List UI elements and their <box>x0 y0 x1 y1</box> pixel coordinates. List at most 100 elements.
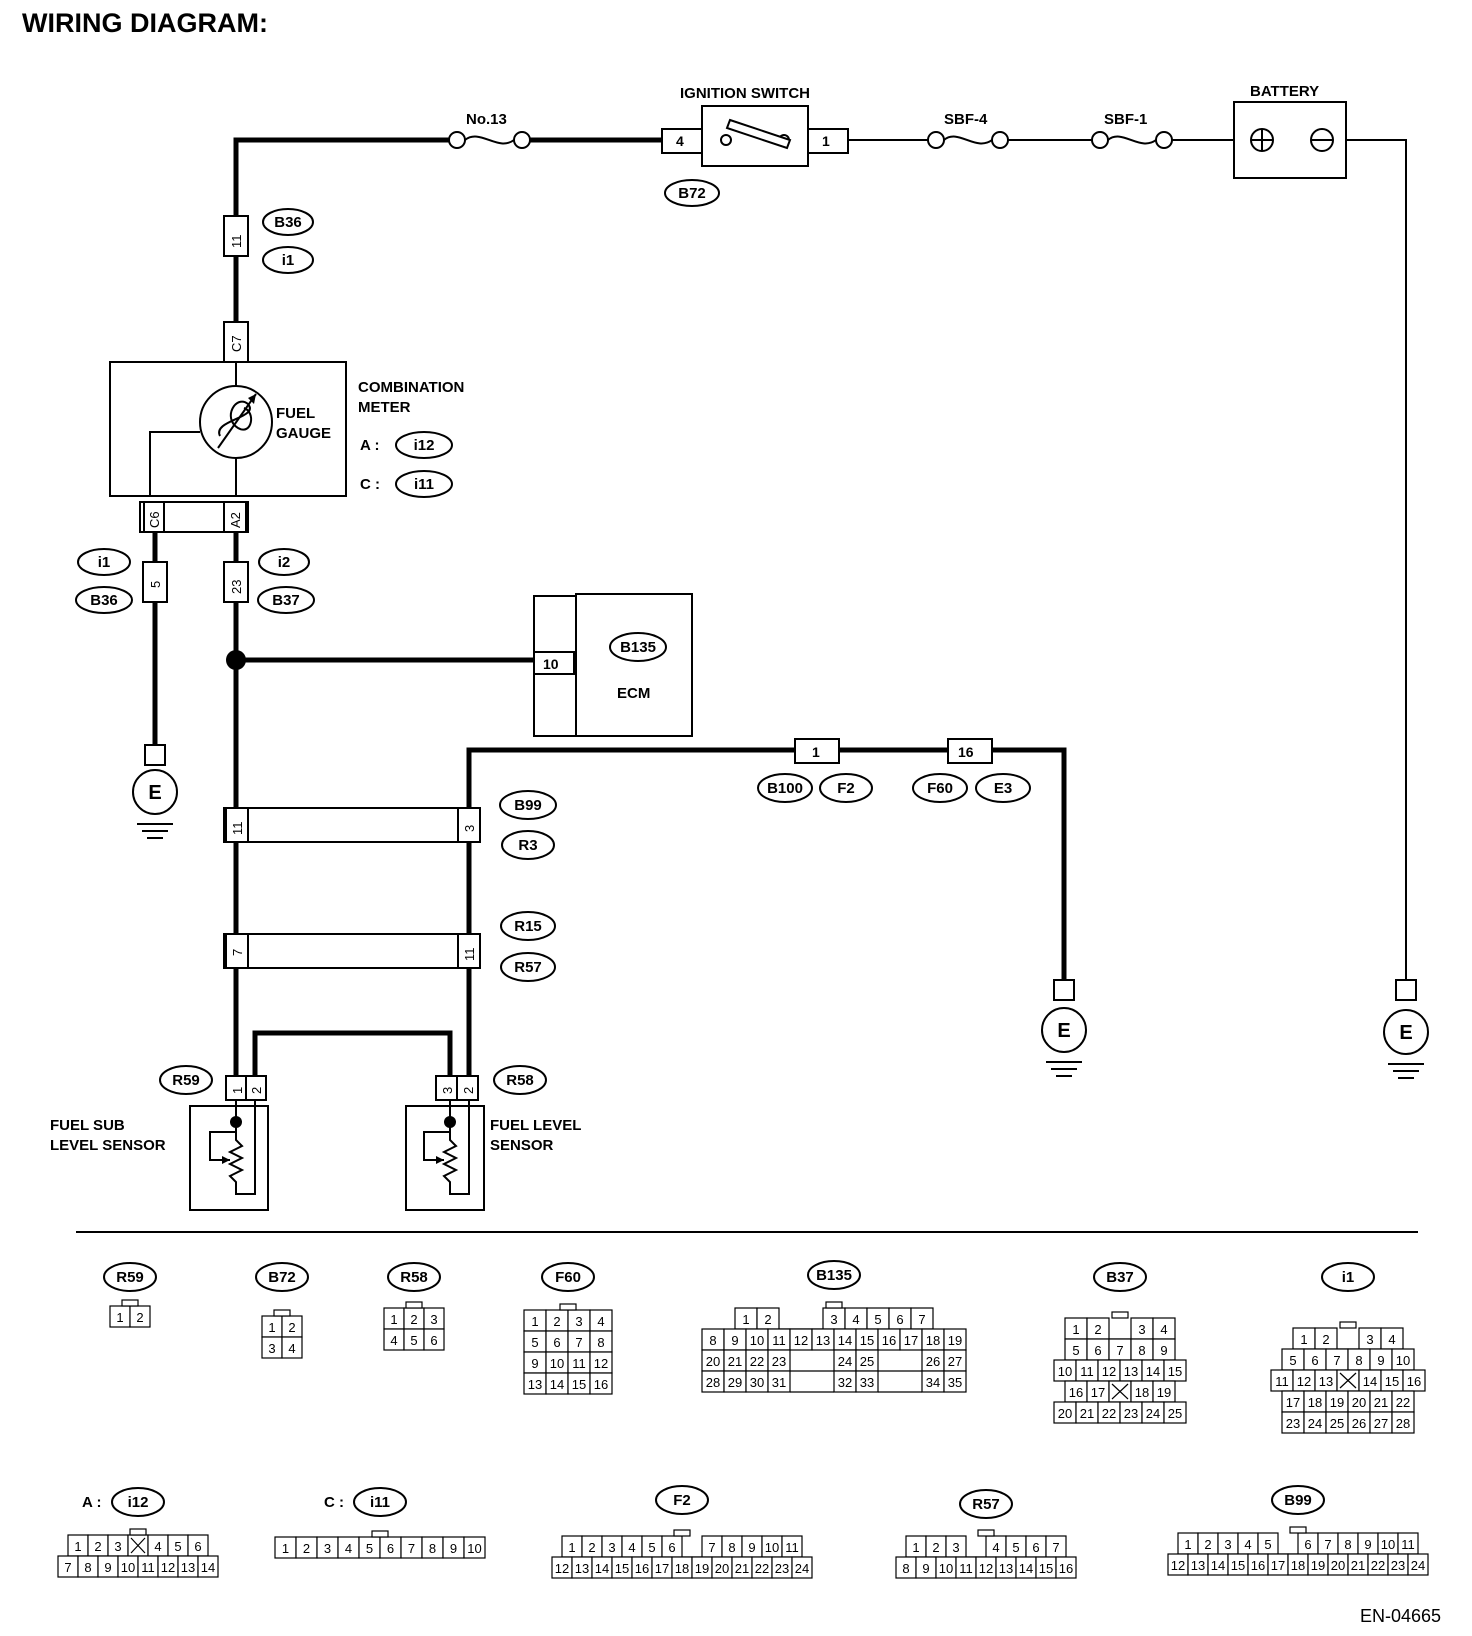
connector-view-pin: 6 <box>668 1540 675 1555</box>
connector-view-latch <box>1289 1526 1307 1534</box>
connector-view-pin: 8 <box>902 1561 909 1576</box>
connector-view-pin: 8 <box>597 1335 604 1350</box>
connector-view-pin: 27 <box>1374 1416 1388 1431</box>
tag-f2-top: F2 <box>837 780 855 797</box>
pin-r58-3: 3 <box>440 1087 455 1094</box>
connector-view-pin: 6 <box>1311 1353 1318 1368</box>
connector-view-pin: 19 <box>695 1561 709 1576</box>
connector-view-pin: 16 <box>1059 1561 1073 1576</box>
connector-view-pin: 16 <box>1251 1558 1265 1573</box>
connector-view-pin: 24 <box>1146 1406 1160 1421</box>
connector-view-pin: 24 <box>1411 1558 1425 1573</box>
ground-middle-label: E <box>1057 1020 1070 1042</box>
connector-view-pin: 1 <box>912 1540 919 1555</box>
connector-view-pin: 20 <box>715 1561 729 1576</box>
connector-view-pin: 14 <box>201 1560 215 1575</box>
fuel-level-label-1: FUEL LEVEL <box>490 1117 581 1134</box>
pin-b99-11: 11 <box>230 822 245 836</box>
connector-view-pin: 10 <box>939 1561 953 1576</box>
connector-view-pin: 11 <box>785 1540 799 1555</box>
connector-view-pin: 1 <box>74 1539 81 1554</box>
connector-view-cell <box>855 1370 879 1393</box>
tag-i11: i11 <box>414 476 434 493</box>
connector-view-cell <box>463 1536 486 1559</box>
connector-view-pin: 1 <box>390 1312 397 1327</box>
tag-i1-lower: i1 <box>98 554 111 571</box>
ignition-switch: 4 1 IGNITION SWITCH B72 <box>661 85 849 207</box>
connector-view-cell <box>791 1556 813 1579</box>
connector-view-pin: 7 <box>64 1560 71 1575</box>
connector-view-cell <box>1055 1556 1077 1579</box>
fuel-level-label-2: SENSOR <box>490 1137 554 1154</box>
connector-view-pin: 7 <box>1333 1353 1340 1368</box>
page-title: WIRING DIAGRAM: <box>22 8 268 38</box>
connector-view-cell <box>943 1370 967 1393</box>
ign-pin-1: 1 <box>822 133 830 149</box>
connector-view-pin: 8 <box>1344 1537 1351 1552</box>
connector-view-tag-oval <box>959 1489 1013 1519</box>
connector-view-pin: 16 <box>635 1561 649 1576</box>
connector-i2-b37: 23 i2 B37 <box>223 548 315 614</box>
connector-view-pin: 2 <box>764 1312 771 1327</box>
connector-c6-a2: C6 A2 <box>139 501 249 533</box>
connector-view-pin: 30 <box>750 1375 764 1390</box>
connector-view-pin: 7 <box>575 1335 582 1350</box>
connector-view-pin: 4 <box>992 1540 999 1555</box>
connector-view-pin: 1 <box>1184 1537 1191 1552</box>
connector-view-pin: 4 <box>288 1341 295 1356</box>
connector-view-pin: 13 <box>1124 1364 1138 1379</box>
connector-view-latch <box>371 1530 389 1538</box>
connector-view-pin: 2 <box>588 1540 595 1555</box>
connector-view-pin: 7 <box>1116 1343 1123 1358</box>
connector-view-latch <box>405 1301 423 1309</box>
connector-view-pin: 22 <box>750 1354 764 1369</box>
connector-view-tag-oval <box>1093 1262 1147 1292</box>
connector-c7 <box>223 321 249 363</box>
connector-view-tag: B72 <box>268 1269 296 1286</box>
connector-view-pin: 25 <box>860 1354 874 1369</box>
connector-view-pin: 18 <box>1308 1395 1322 1410</box>
battery: BATTERY <box>1233 83 1347 179</box>
connector-view-pin: 23 <box>772 1354 786 1369</box>
connector-view-pin: 21 <box>1351 1558 1365 1573</box>
meter-c-prefix: C : <box>360 476 380 493</box>
connector-view-pin: 5 <box>1264 1537 1271 1552</box>
connector-view-latch <box>673 1529 691 1537</box>
connector-view-pin: 25 <box>1330 1416 1344 1431</box>
connector-view-tag: i11 <box>370 1494 390 1511</box>
pin-a2: A2 <box>228 512 243 528</box>
connector-view-pin: 6 <box>194 1539 201 1554</box>
connector-view-pin: 12 <box>161 1560 175 1575</box>
connector-view-pin: 20 <box>1331 1558 1345 1573</box>
connector-view-prefix: A : <box>82 1494 101 1511</box>
connector-view-pin: 20 <box>1352 1395 1366 1410</box>
connector-view-pin: 12 <box>1171 1558 1185 1573</box>
ground-symbol-right: E <box>1383 979 1429 1079</box>
connector-view-tag: B99 <box>1284 1492 1312 1509</box>
connector-view-pin: 2 <box>553 1314 560 1329</box>
pin-b100-1: 1 <box>812 744 820 760</box>
combination-meter-label-1: COMBINATION <box>358 379 464 396</box>
connector-view-pin: 23 <box>1124 1406 1138 1421</box>
connector-view-pin: 6 <box>1032 1540 1039 1555</box>
connector-view-pin: 22 <box>1396 1395 1410 1410</box>
connector-view-pin: 16 <box>1069 1385 1083 1400</box>
connector-view-pin: 15 <box>1385 1374 1399 1389</box>
connector-view-pin: 15 <box>615 1561 629 1576</box>
connector-view-pin: 9 <box>748 1540 755 1555</box>
connector-view-pin: 12 <box>594 1356 608 1371</box>
fuel-gauge-label-2: GAUGE <box>276 425 331 442</box>
connector-view-pin: 4 <box>597 1314 604 1329</box>
fuel-level-sensor: 3 2 R58 FUEL LEVEL SENSOR <box>405 1065 581 1211</box>
connector-view-cell <box>423 1328 445 1351</box>
connector-view-cell <box>1391 1411 1415 1434</box>
connector-view-pin: 3 <box>1138 1322 1145 1337</box>
connector-view-pin: 8 <box>429 1541 436 1556</box>
connector-i1-b36-lower: 5 i1 B36 <box>75 548 168 614</box>
connector-view-pin: 11 <box>1080 1364 1094 1379</box>
connector-view-pin: 29 <box>728 1375 742 1390</box>
